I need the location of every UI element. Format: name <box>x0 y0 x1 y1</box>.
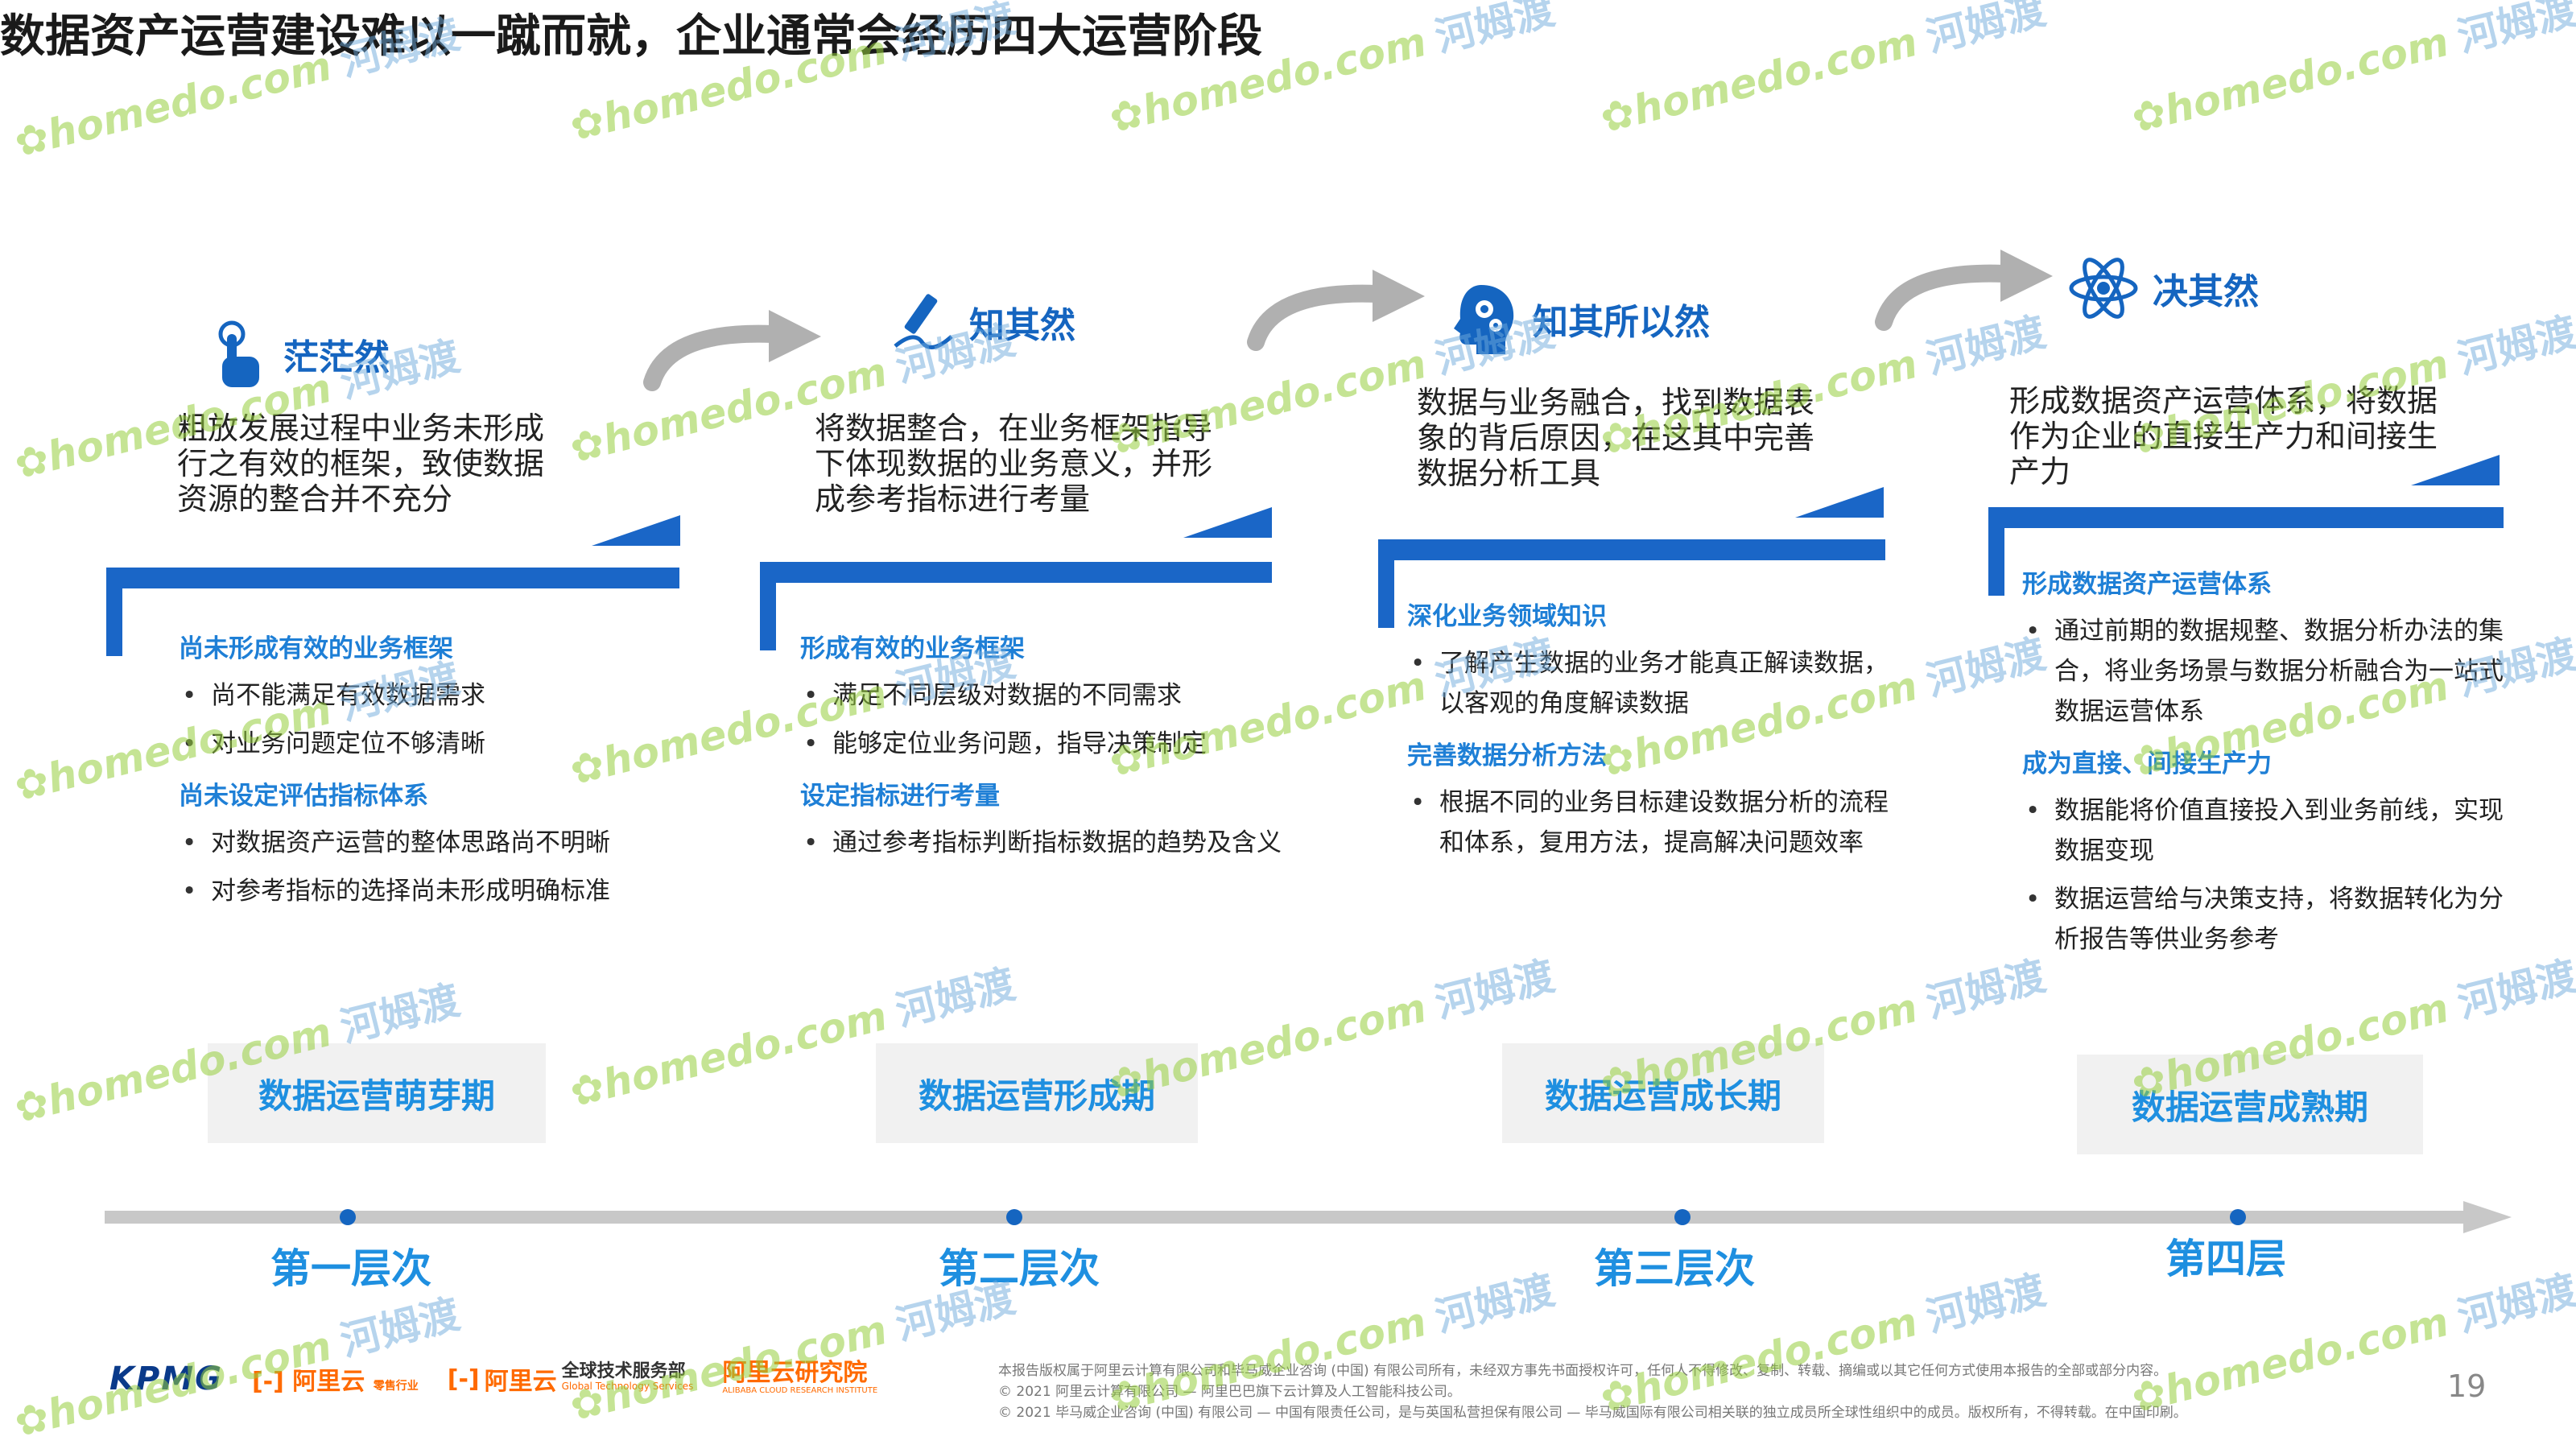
list-item: 尚不能满足有效数据需求 <box>179 675 678 716</box>
phase-box-1: 数据运营萌芽期 <box>208 1043 546 1143</box>
stage-4-group-2-heading: 成为直接、间接生产力 <box>2022 749 2272 778</box>
kpmg-logo: KPMG <box>109 1360 223 1397</box>
footer-logos: KPMG [-] 阿里云 零售行业 [-] 阿里云 全球技术服务部 Global… <box>109 1360 877 1397</box>
stage-2-name: 知其然 <box>969 305 1075 346</box>
stage-3-description: 数据与业务融合，找到数据表象的背后原因，在这其中完善数据分析工具 <box>1417 385 1815 491</box>
brain-gears-icon <box>1454 285 1514 354</box>
list-item: 通过前期的数据规整、数据分析办法的集合，将业务场景与数据分析融合为一站式数据运营… <box>2022 611 2505 732</box>
stage-4-bracket <box>1988 507 2504 528</box>
timeline-dot <box>1006 1209 1022 1225</box>
stage-1-group-2-heading: 尚未设定评估指标体系 <box>179 782 428 811</box>
stage-4-group-1-list: 通过前期的数据规整、数据分析办法的集合，将业务场景与数据分析融合为一站式数据运营… <box>2022 611 2505 732</box>
phase-label-1: 数据运营萌芽期 <box>258 1075 495 1116</box>
atom-icon <box>2069 258 2138 319</box>
stage-4-group-1-heading: 形成数据资产运营体系 <box>2022 570 2272 599</box>
stage-4-details: 形成数据资产运营体系 通过前期的数据规整、数据分析办法的集合，将业务场景与数据分… <box>2022 564 2505 971</box>
timeline-dot <box>1674 1209 1690 1225</box>
stage-3-group-1-heading: 深化业务领域知识 <box>1407 602 1607 631</box>
stage-3-name: 知其所以然 <box>1533 302 1710 343</box>
stage-2-header: 知其然 <box>890 290 1075 354</box>
stage-1-details: 尚未形成有效的业务框架 尚不能满足有效数据需求 对业务问题定位不够清晰 尚未设定… <box>179 628 678 923</box>
phase-label-3: 数据运营成长期 <box>1544 1075 1781 1116</box>
stage-4-wedge <box>2411 455 2500 485</box>
page-title: 数据资产运营建设难以一蹴而就，企业通常会经历四大运营阶段 <box>0 10 1262 63</box>
stage-1-group-1-heading: 尚未形成有效的业务框架 <box>179 634 453 663</box>
stage-1-bracket <box>106 568 679 588</box>
stage-2-details: 形成有效的业务框架 满足不同层级对数据的不同需求 能够定位业务问题，指导决策制定… <box>800 628 1283 874</box>
stage-4-header: 决其然 <box>2069 254 2259 323</box>
phase-box-2: 数据运营形成期 <box>876 1043 1198 1143</box>
list-item: 对业务问题定位不够清晰 <box>179 724 678 764</box>
pen-icon <box>894 294 953 349</box>
curved-arrow-icon <box>1247 270 1425 351</box>
stage-2-bracket-side <box>760 562 776 650</box>
phase-box-4: 数据运营成熟期 <box>2077 1055 2423 1154</box>
stage-2-wedge <box>1183 507 1272 538</box>
hand-pointer-icon <box>218 320 259 387</box>
stage-4-description: 形成数据资产运营体系，将数据作为企业的直接生产力和间接生产力 <box>2009 383 2438 489</box>
stage-1-group-1-list: 尚不能满足有效数据需求 对业务问题定位不够清晰 <box>179 675 678 764</box>
list-item: 数据能将价值直接投入到业务前线，实现数据变现 <box>2022 791 2505 871</box>
aliyun-retail-logo: [-] 阿里云 零售行业 <box>251 1368 419 1396</box>
aliyun-logo-mark-icon: [-] <box>447 1364 480 1393</box>
level-label-4: 第四层 <box>2165 1236 2286 1282</box>
list-item: 通过参考指标判断指标数据的趋势及含义 <box>800 823 1283 863</box>
stage-1-bracket-side <box>106 568 122 656</box>
level-label-3: 第三层次 <box>1594 1245 1755 1292</box>
stage-3-wedge <box>1795 487 1884 518</box>
stage-1-wedge <box>592 515 680 546</box>
level-label-1: 第一层次 <box>270 1245 431 1292</box>
phase-box-3: 数据运营成长期 <box>1502 1043 1824 1143</box>
watermark: ✿homedo.com河姆渡 <box>2127 1266 2576 1422</box>
stage-4-name: 决其然 <box>2153 271 2259 312</box>
list-item: 了解产生数据的业务才能真正解读数据，以客观的角度解读数据 <box>1407 643 1890 724</box>
stage-3-bracket-side <box>1378 539 1394 628</box>
stage-2-group-1-list: 满足不同层级对数据的不同需求 能够定位业务问题，指导决策制定 <box>800 675 1283 764</box>
phase-label-4: 数据运营成熟期 <box>2131 1087 2368 1127</box>
stage-1-header: 茫茫然 <box>211 318 390 390</box>
stage-4-bracket-side <box>1988 507 2004 596</box>
stage-1-description: 粗放发展过程中业务未形成行之有效的框架，致使数据资源的整合并不充分 <box>177 411 545 517</box>
list-item: 对数据资产运营的整体思路尚不明晰 <box>179 823 678 863</box>
list-item: 对参考指标的选择尚未形成明确标准 <box>179 871 678 911</box>
list-item: 根据不同的业务目标建设数据分析的流程和体系，复用方法，提高解决问题效率 <box>1407 782 1890 863</box>
curved-arrow-icon <box>1875 250 2053 331</box>
stage-2-group-1-heading: 形成有效的业务框架 <box>800 634 1025 663</box>
stage-3-bracket <box>1378 539 1885 560</box>
stage-3-header: 知其所以然 <box>1449 282 1710 356</box>
aliyun-logo-mark-icon: [-] <box>251 1368 284 1396</box>
stage-2-group-2-list: 通过参考指标判断指标数据的趋势及含义 <box>800 823 1283 863</box>
page-number: 19 <box>2447 1368 2487 1404</box>
level-label-2: 第二层次 <box>939 1245 1100 1292</box>
list-item: 满足不同层级对数据的不同需求 <box>800 675 1283 716</box>
timeline-bar <box>105 1201 2512 1233</box>
stage-3-group-1-list: 了解产生数据的业务才能真正解读数据，以客观的角度解读数据 <box>1407 643 1890 724</box>
stage-1-group-2-list: 对数据资产运营的整体思路尚不明晰 对参考指标的选择尚未形成明确标准 <box>179 823 678 911</box>
stage-2-bracket <box>760 562 1272 583</box>
list-item: 能够定位业务问题，指导决策制定 <box>800 724 1283 764</box>
stage-3-group-2-list: 根据不同的业务目标建设数据分析的流程和体系，复用方法，提高解决问题效率 <box>1407 782 1890 863</box>
curved-arrow-icon <box>643 310 821 391</box>
phase-label-2: 数据运营形成期 <box>918 1075 1155 1116</box>
stage-2-description: 将数据整合，在业务框架指导下体现数据的业务意义，并形成参考指标进行考量 <box>815 411 1213 517</box>
timeline-dot <box>340 1209 356 1225</box>
aliyun-tech-logo: [-] 阿里云 全球技术服务部 Global Technology Servic… <box>447 1361 694 1397</box>
list-item: 数据运营给与决策支持，将数据转化为分析报告等供业务参考 <box>2022 879 2505 960</box>
timeline-dot <box>2230 1209 2246 1225</box>
stage-3-group-2-heading: 完善数据分析方法 <box>1407 741 1607 770</box>
stage-3-details: 深化业务领域知识 了解产生数据的业务才能真正解读数据，以客观的角度解读数据 完善… <box>1407 596 1890 874</box>
stage-4-group-2-list: 数据能将价值直接投入到业务前线，实现数据变现 数据运营给与决策支持，将数据转化为… <box>2022 791 2505 960</box>
aliyun-research-logo: 阿里云研究院 ALIBABA CLOUD RESEARCH INSTITUTE <box>722 1359 878 1396</box>
stage-1-name: 茫茫然 <box>283 337 390 378</box>
copyright-notice: 本报告版权属于阿里云计算有限公司和毕马威企业咨询 (中国) 有限公司所有，未经双… <box>998 1363 2187 1421</box>
stage-2-group-2-heading: 设定指标进行考量 <box>800 782 1000 811</box>
